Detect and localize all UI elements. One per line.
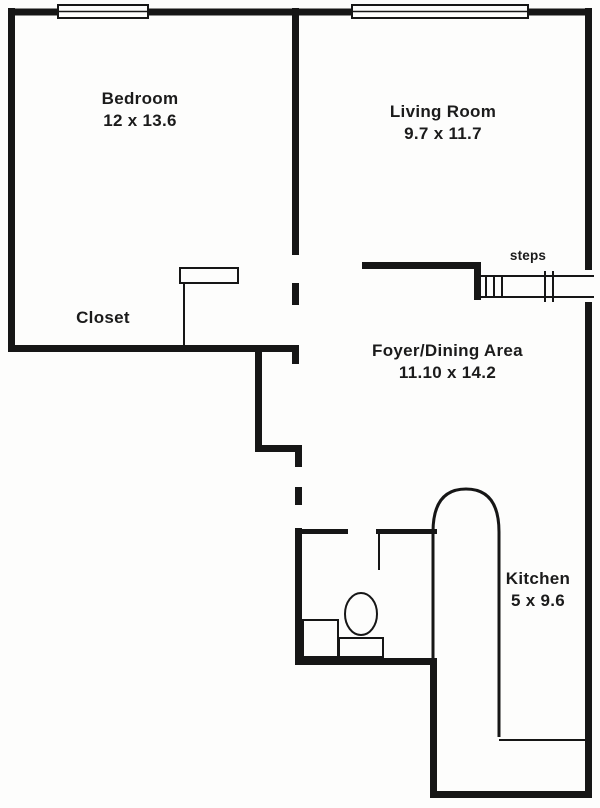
kitchen-arch bbox=[431, 487, 586, 741]
bathroom-vanity bbox=[302, 619, 339, 658]
toilet-tank bbox=[338, 637, 384, 658]
exterior-walls bbox=[8, 8, 592, 798]
foyer-dimensions: 11.10 x 14.2 bbox=[398, 363, 497, 383]
toilet-bowl bbox=[344, 592, 378, 636]
living-room-dimensions: 9.7 x 11.7 bbox=[404, 124, 482, 144]
closet-door-header bbox=[179, 267, 239, 284]
steps-name: steps bbox=[509, 248, 547, 263]
kitchen-label: Kitchen 5 x 9.6 bbox=[478, 568, 598, 613]
closet-door bbox=[179, 267, 239, 346]
closet-name: Closet bbox=[76, 308, 130, 327]
bathroom-fixtures bbox=[302, 534, 384, 658]
kitchen-dimensions: 5 x 9.6 bbox=[510, 591, 566, 611]
foyer-name: Foyer/Dining Area bbox=[372, 341, 523, 360]
foyer-label: Foyer/Dining Area 11.10 x 14.2 bbox=[335, 340, 560, 385]
living-room-name: Living Room bbox=[389, 102, 497, 121]
living-room-label: Living Room 9.7 x 11.7 bbox=[353, 101, 533, 146]
arch-curve bbox=[431, 487, 501, 737]
windows bbox=[57, 4, 529, 19]
kitchen-name: Kitchen bbox=[505, 569, 571, 588]
bedroom-name: Bedroom bbox=[101, 89, 179, 108]
steps-label: steps bbox=[502, 247, 554, 265]
bedroom-dimensions: 12 x 13.6 bbox=[103, 111, 177, 131]
steps bbox=[478, 271, 594, 302]
bedroom-label: Bedroom 12 x 13.6 bbox=[50, 88, 230, 133]
closet-label: Closet bbox=[58, 307, 148, 329]
